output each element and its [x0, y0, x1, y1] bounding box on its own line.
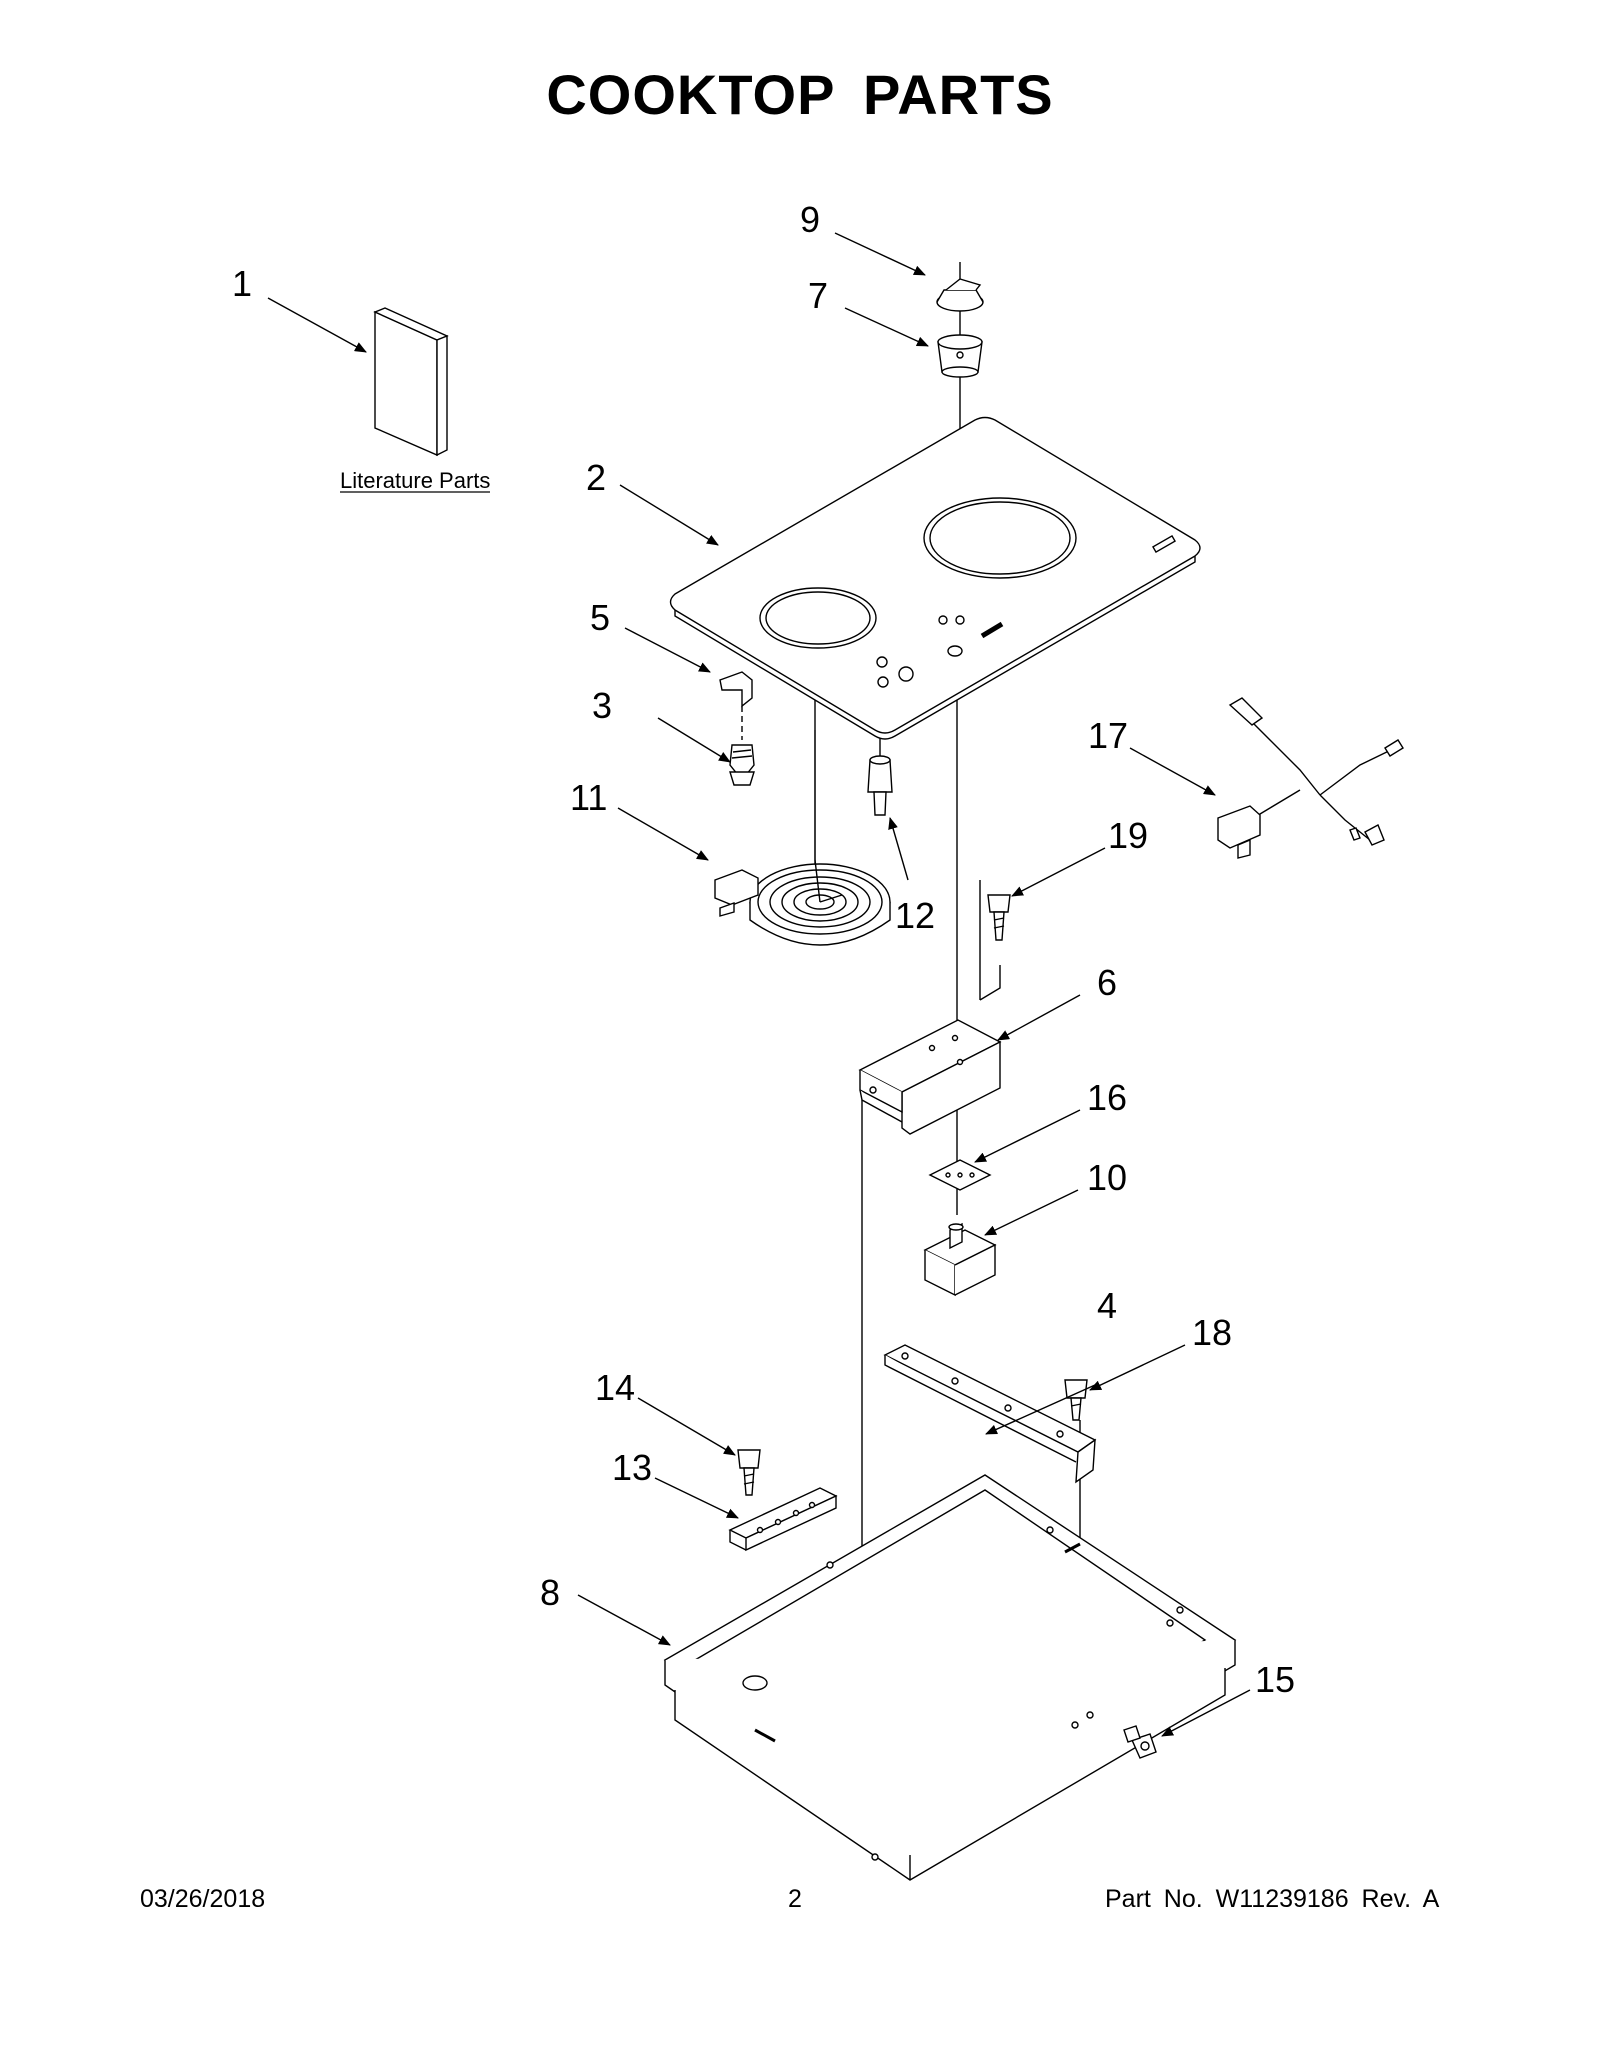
callout-8: 8: [540, 1572, 560, 1613]
literature-booklet: [373, 307, 449, 457]
support-bracket: [883, 1344, 1097, 1484]
callout-7: 7: [808, 275, 828, 316]
callout-numbers: 1 2 3 4 5 6 7 8 9 10 11 12 13 14 15 16 1…: [232, 199, 1295, 1700]
callout-leaders: [267, 232, 1251, 1737]
knob-bezel: [937, 334, 983, 378]
callout-3: 3: [592, 685, 612, 726]
page-title: COOKTOP PARTS: [546, 63, 1054, 126]
burner-box: [663, 1474, 1237, 1881]
infinite-switch: [923, 1222, 997, 1297]
screw: [1064, 1379, 1088, 1421]
screw: [737, 1449, 761, 1496]
footer-part-number: Part No. W11239186 Rev. A: [1105, 1885, 1440, 1913]
wire-harness: [1217, 697, 1404, 859]
mounting-clip: [719, 671, 753, 740]
switch-plate: [928, 1159, 992, 1191]
switch-bracket: [858, 965, 1002, 1135]
control-knob: [936, 278, 984, 312]
callout-9: 9: [800, 199, 820, 240]
screw: [729, 744, 755, 786]
callout-4: 4: [1097, 1285, 1117, 1326]
callout-14: 14: [595, 1367, 635, 1408]
callout-17: 17: [1088, 715, 1128, 756]
glass-cooktop-top: [669, 416, 1201, 740]
callout-18: 18: [1192, 1312, 1232, 1353]
callout-11: 11: [570, 777, 607, 818]
callout-13: 13: [612, 1447, 652, 1488]
callout-16: 16: [1087, 1077, 1127, 1118]
callout-6: 6: [1097, 962, 1117, 1003]
footer-date: 03/26/2018: [140, 1885, 266, 1913]
callout-12: 12: [895, 895, 935, 936]
callout-2: 2: [586, 457, 606, 498]
callout-1: 1: [232, 263, 252, 304]
callout-5: 5: [590, 597, 610, 638]
radiant-surface-element: [714, 730, 891, 946]
literature-parts-label: Literature Parts: [340, 468, 490, 493]
footer-page-number: 2: [788, 1885, 802, 1913]
callout-10: 10: [1087, 1157, 1127, 1198]
indicator-light: [867, 738, 893, 816]
screw: [987, 894, 1011, 941]
callout-19: 19: [1108, 815, 1148, 856]
small-bracket: [728, 1487, 838, 1552]
screw: [1123, 1725, 1157, 1759]
callout-15: 15: [1255, 1659, 1295, 1700]
